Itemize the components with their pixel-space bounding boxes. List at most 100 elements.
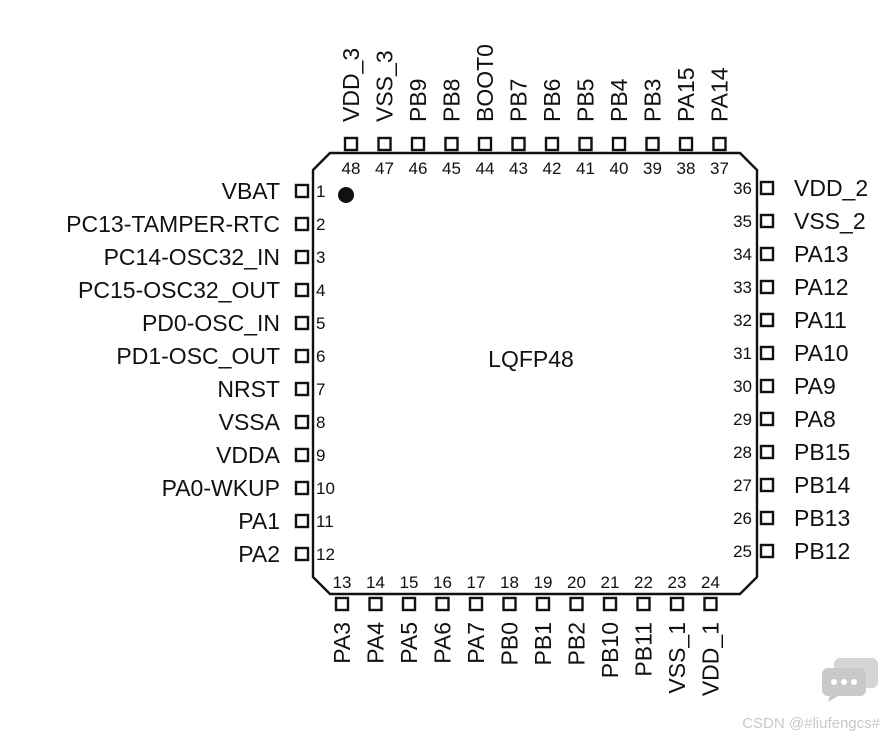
pin-pad-22 — [636, 596, 651, 612]
pin-pad-3 — [294, 249, 310, 265]
pin-pad-4 — [294, 282, 310, 298]
pin-name-26: PB13 — [794, 505, 850, 531]
pin-pad-39 — [645, 136, 660, 152]
pin-name-3: PC14-OSC32_IN — [104, 244, 280, 270]
pin-pad-7 — [294, 381, 310, 397]
pin-number-23: 23 — [668, 573, 687, 592]
pin-number-2: 2 — [316, 215, 325, 234]
pin-number-36: 36 — [733, 179, 752, 198]
pin-number-8: 8 — [316, 413, 325, 432]
pin-name-13: PA3 — [329, 622, 355, 664]
pin-name-20: PB2 — [564, 622, 590, 665]
pin-number-11: 11 — [316, 512, 334, 531]
pin-pad-38 — [678, 136, 694, 152]
pin-name-38: PA15 — [673, 67, 699, 122]
pin-name-28: PB15 — [794, 439, 850, 465]
pin-number-29: 29 — [733, 410, 752, 429]
pin-pad-26 — [759, 510, 775, 526]
pin-pad-30 — [759, 378, 775, 394]
pin-pad-42 — [544, 136, 560, 152]
pin-pad-18 — [502, 596, 517, 612]
pin-number-14: 14 — [366, 573, 385, 592]
pin-number-40: 40 — [610, 159, 629, 178]
pin-name-21: PB10 — [597, 622, 623, 678]
pin-name-45: PB8 — [439, 79, 465, 122]
pin-pad-45 — [444, 136, 459, 152]
pin-number-22: 22 — [634, 573, 653, 592]
pin-number-20: 20 — [567, 573, 586, 592]
pin-name-32: PA11 — [794, 307, 847, 333]
package-label: LQFP48 — [488, 346, 574, 372]
pin-name-7: NRST — [217, 376, 280, 402]
pin-name-40: PB4 — [606, 78, 632, 122]
pin-number-18: 18 — [500, 573, 519, 592]
pin-name-25: PB12 — [794, 538, 850, 564]
pin-pad-13 — [334, 596, 350, 612]
pin-number-41: 41 — [576, 159, 595, 178]
pin-name-14: PA4 — [363, 622, 389, 664]
pin-number-10: 10 — [316, 479, 335, 498]
pin-pad-48 — [343, 136, 359, 152]
pin-pad-31 — [759, 345, 775, 361]
pin-number-45: 45 — [442, 159, 461, 178]
pin-number-32: 32 — [733, 311, 752, 330]
pin-name-22: PB11 — [631, 622, 657, 677]
pin-name-30: PA9 — [794, 373, 836, 399]
pin-name-2: PC13-TAMPER-RTC — [66, 211, 280, 237]
pin-pad-11 — [294, 513, 310, 529]
pin-name-41: PB5 — [573, 79, 599, 122]
pin-pad-15 — [401, 596, 417, 612]
pin-pad-20 — [569, 596, 584, 612]
pin-name-27: PB14 — [794, 472, 850, 498]
pin-name-48: VDD_3 — [338, 48, 364, 122]
pin-name-16: PA6 — [430, 622, 456, 664]
pin-pad-37 — [712, 136, 727, 152]
pin-pad-32 — [759, 312, 775, 328]
pin-number-12: 12 — [316, 545, 335, 564]
pin-number-7: 7 — [316, 380, 325, 399]
pin-pad-29 — [759, 411, 775, 427]
pin-number-17: 17 — [467, 573, 486, 592]
pin-name-19: PB1 — [530, 622, 556, 665]
pin-name-15: PA5 — [396, 622, 422, 664]
pin-pad-9 — [294, 447, 310, 463]
pin-number-25: 25 — [733, 542, 752, 561]
pin-pad-47 — [377, 136, 392, 152]
pin-name-47: VSS_3 — [372, 50, 398, 122]
pin-number-35: 35 — [733, 212, 752, 231]
pin-number-19: 19 — [534, 573, 553, 592]
pin-name-33: PA12 — [794, 274, 849, 300]
pin-name-18: PB0 — [497, 622, 523, 665]
pin-name-46: PB9 — [405, 79, 431, 122]
pin-number-26: 26 — [733, 509, 752, 528]
pin-name-5: PD0-OSC_IN — [142, 310, 280, 336]
pin-number-34: 34 — [733, 245, 752, 264]
pin-pad-12 — [294, 546, 310, 562]
pin-number-38: 38 — [677, 159, 696, 178]
pin-pad-10 — [294, 480, 310, 496]
pin-name-43: PB7 — [506, 79, 532, 122]
pin-pad-36 — [759, 180, 775, 196]
pin-pad-43 — [511, 136, 526, 152]
pin-name-4: PC15-OSC32_OUT — [78, 277, 280, 303]
pin-pad-44 — [477, 136, 493, 152]
pin-name-11: PA1 — [238, 508, 280, 534]
pin-number-21: 21 — [601, 573, 620, 592]
pin-number-46: 46 — [409, 159, 428, 178]
pin-pad-5 — [294, 315, 310, 331]
pin-number-27: 27 — [733, 476, 752, 495]
pin-number-31: 31 — [733, 344, 752, 363]
pin-number-24: 24 — [701, 573, 720, 592]
pin-name-31: PA10 — [794, 340, 849, 366]
pin-pad-21 — [602, 596, 618, 612]
pin-name-24: VDD_1 — [698, 622, 724, 696]
chat-bubble-icon — [822, 658, 878, 702]
pin-pad-35 — [759, 213, 775, 229]
pin-name-35: VSS_2 — [794, 208, 866, 234]
pin-pad-19 — [535, 596, 551, 612]
pin-pad-1 — [294, 183, 310, 199]
pin-pad-14 — [368, 596, 383, 612]
pin-pad-16 — [435, 596, 450, 612]
pin-number-9: 9 — [316, 446, 325, 465]
pin-pad-24 — [703, 596, 718, 612]
